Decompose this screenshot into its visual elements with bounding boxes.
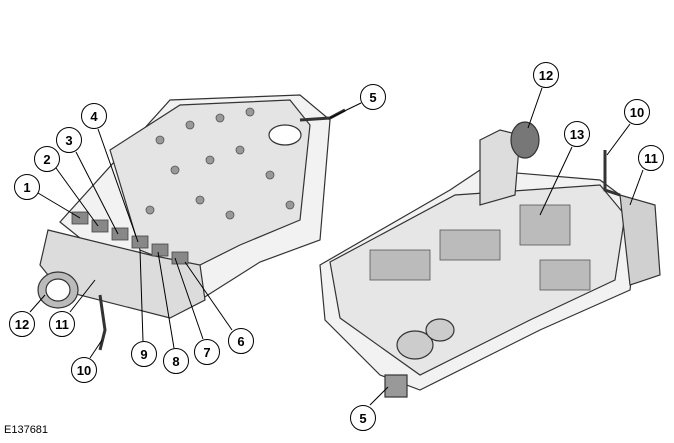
- right-valve-body: [319, 121, 661, 398]
- callout-12-right: 12: [533, 62, 559, 88]
- leader-lines: [29, 87, 644, 406]
- callout-5-right: 5: [350, 405, 376, 431]
- callout-13-right: 13: [564, 121, 590, 147]
- callout-9: 9: [131, 341, 157, 367]
- callout-4: 4: [81, 103, 107, 129]
- callout-6: 6: [228, 328, 254, 354]
- callout-1: 1: [14, 174, 40, 200]
- callout-11-right: 11: [638, 145, 664, 171]
- callout-2: 2: [34, 146, 60, 172]
- left-valve-body: [37, 94, 346, 351]
- callout-10-right: 10: [624, 99, 650, 125]
- callout-5: 5: [360, 84, 386, 110]
- callout-11: 11: [49, 311, 75, 337]
- callout-7: 7: [194, 339, 220, 365]
- callout-3: 3: [56, 127, 82, 153]
- figure-id: E137681: [4, 424, 49, 436]
- callout-12: 12: [9, 311, 35, 337]
- callout-8: 8: [163, 348, 189, 374]
- callout-10: 10: [71, 357, 97, 383]
